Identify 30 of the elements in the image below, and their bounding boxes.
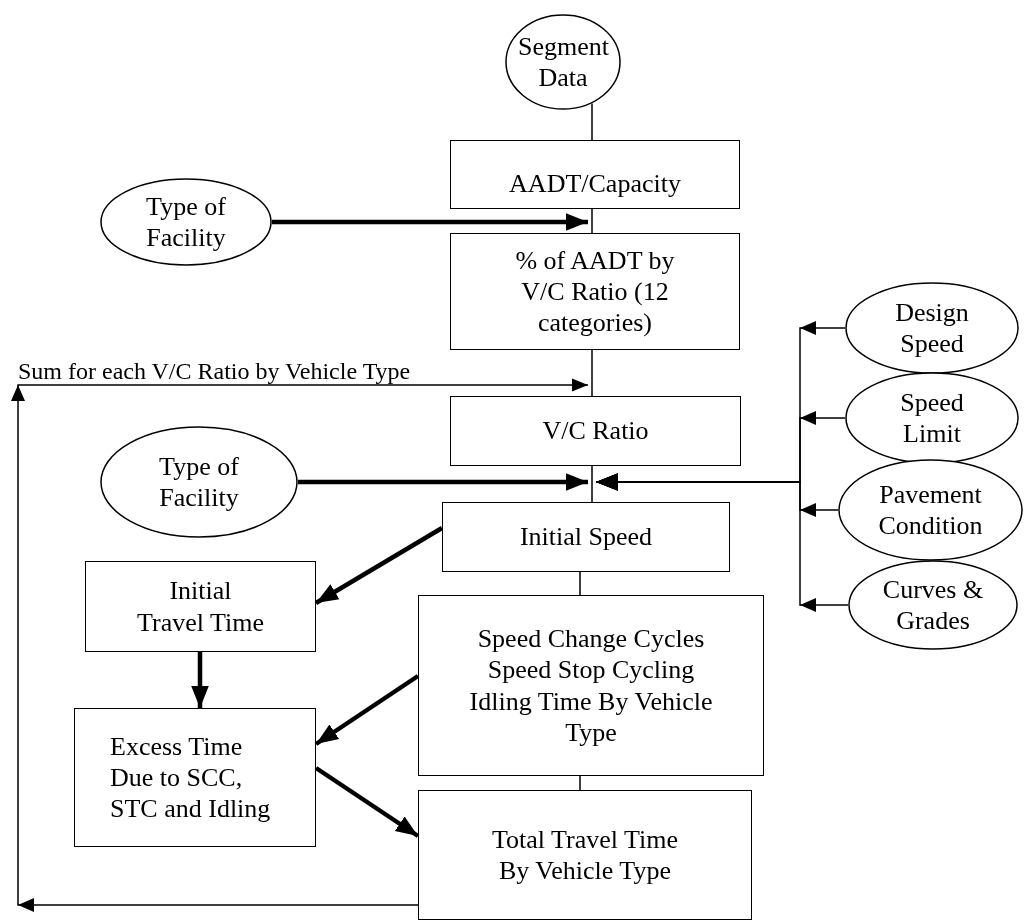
process-box (450, 140, 740, 209)
input-ellipse (845, 372, 1019, 464)
node-label: Speed Change Cycles Speed Stop Cycling Idling Time By Vehicle Type (468, 623, 714, 748)
process-box (85, 561, 316, 652)
process-box (442, 502, 730, 572)
process-box (418, 790, 752, 920)
node-label: AADT/Capacity (509, 167, 681, 200)
node-label: Type of Facility (158, 450, 240, 514)
input-ellipse (848, 560, 1018, 650)
node-label: % of AADT by V/C Ratio (12 categories) (514, 244, 676, 339)
node-label: Excess Time Due to SCC, STC and Idling (110, 730, 272, 825)
input-ellipse (100, 426, 298, 538)
node-label: V/C Ratio (542, 415, 649, 447)
node-label: Curves & Grades (881, 573, 985, 637)
process-box (450, 233, 740, 350)
input-ellipse (838, 459, 1023, 561)
process-box (418, 595, 764, 776)
node-label: Segment Data (518, 30, 608, 94)
node-label: Initial Travel Time (136, 575, 265, 638)
node-label: Initial Speed (519, 521, 653, 553)
input-ellipse (505, 14, 621, 110)
process-box (74, 708, 316, 847)
input-ellipse (845, 282, 1019, 374)
input-ellipse (100, 178, 272, 266)
process-box (450, 396, 741, 466)
node-label: Design Speed (894, 296, 970, 360)
node-label: Pavement Condition (877, 478, 984, 542)
node-label: Total Travel Time By Vehicle Type (491, 823, 679, 887)
node-label: Type of Facility (145, 190, 227, 254)
node-label: Speed Limit (899, 386, 965, 450)
